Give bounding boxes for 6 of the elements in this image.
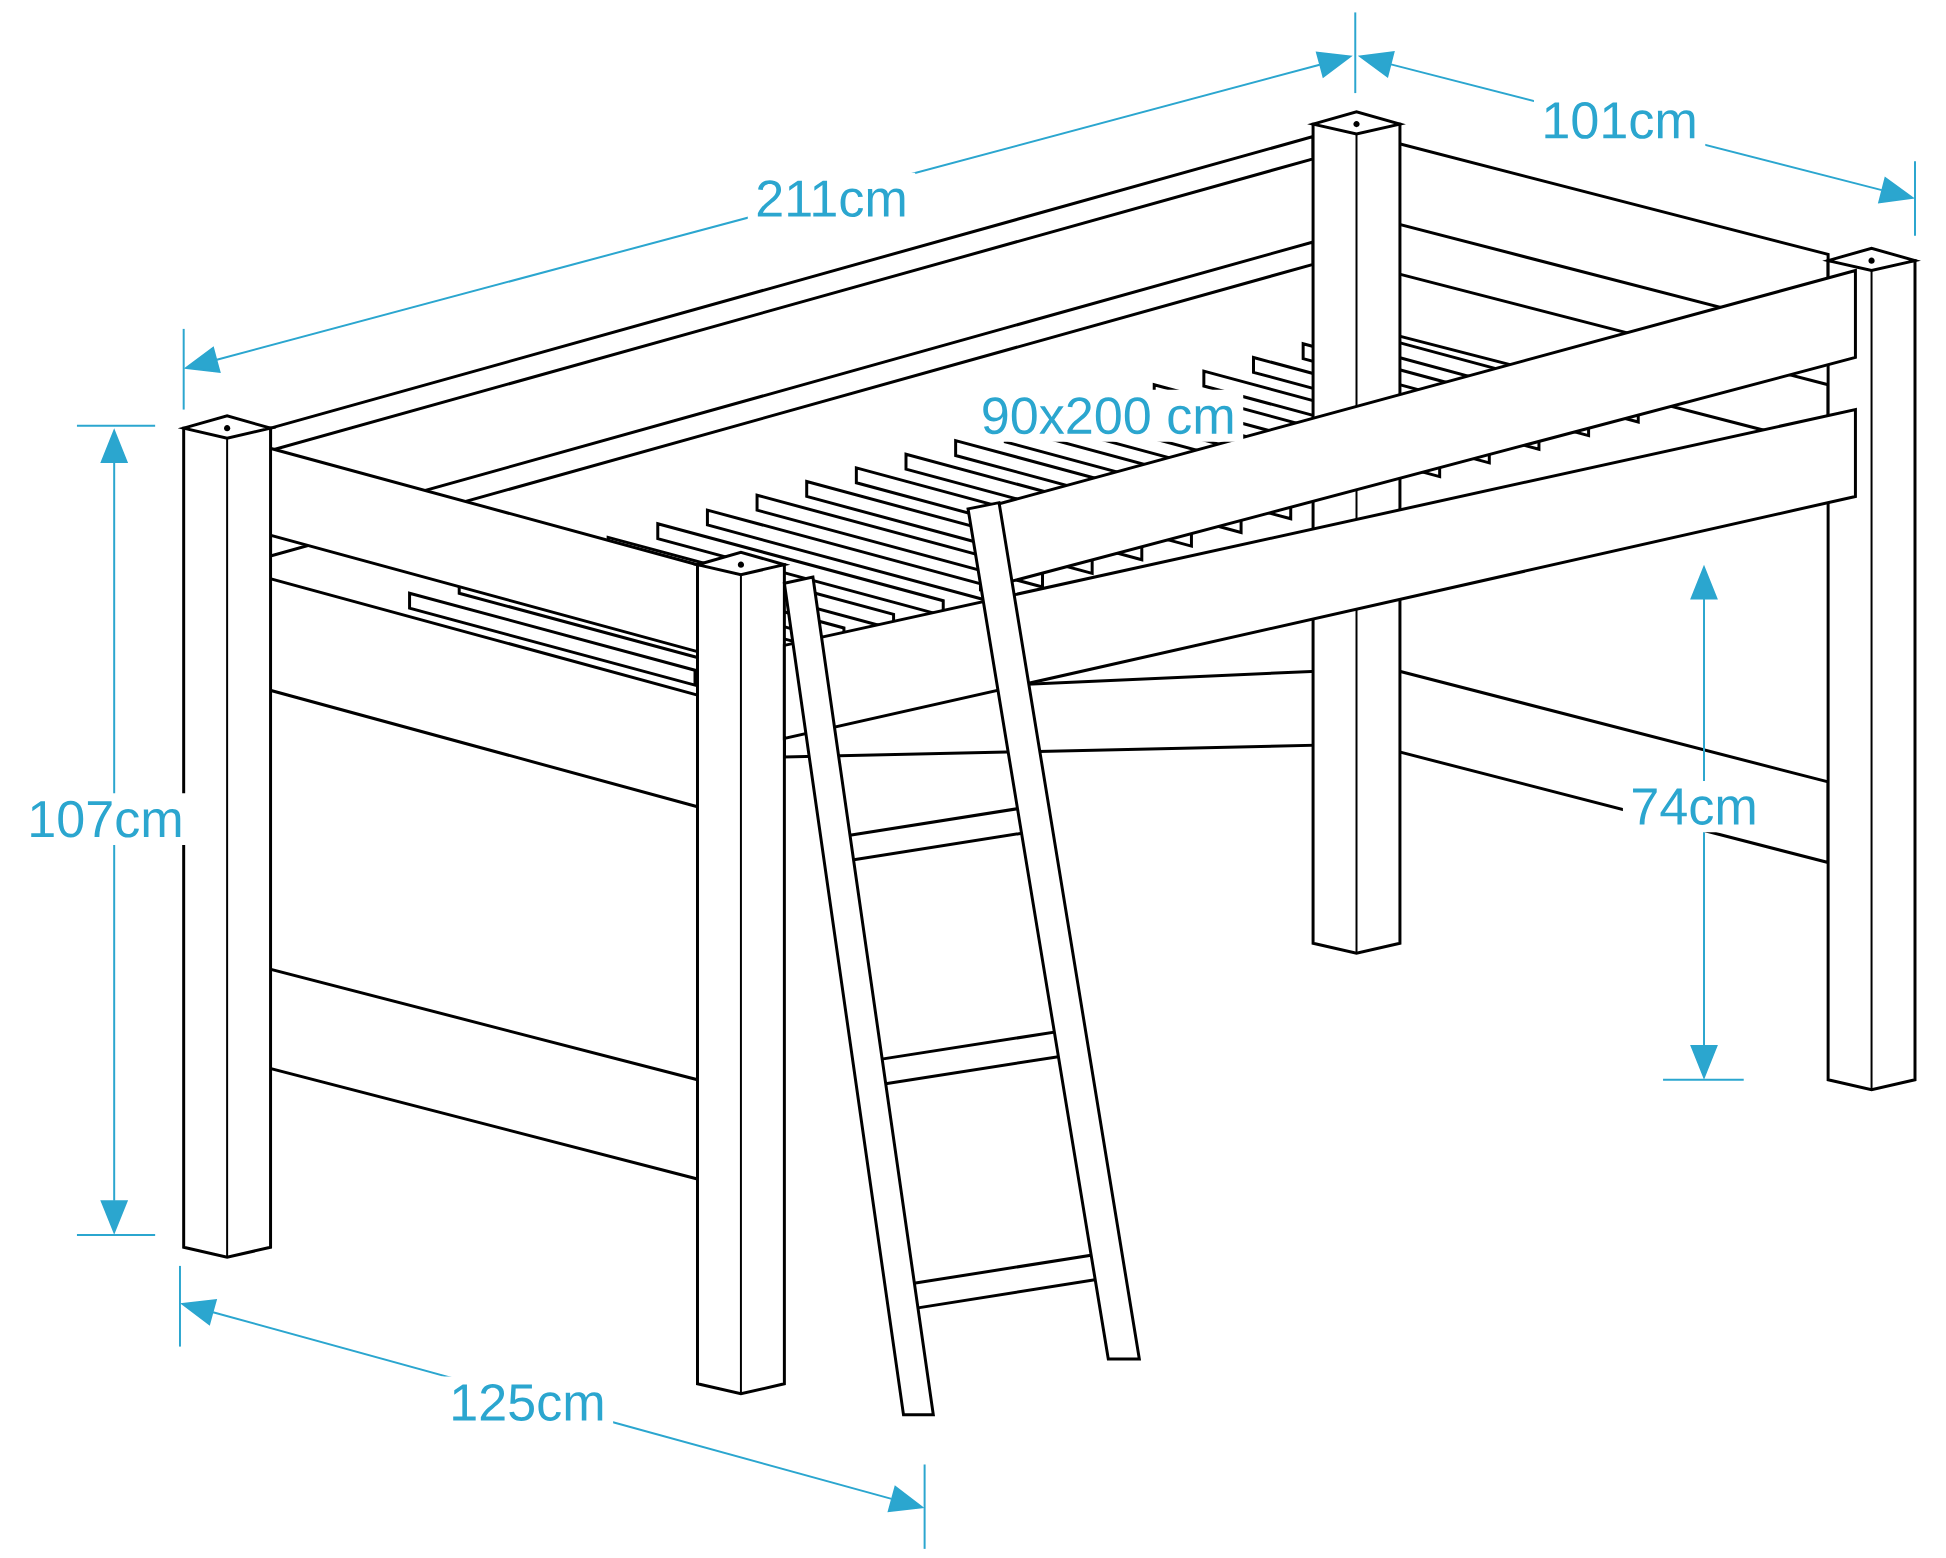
dimension-label: 101cm — [1533, 94, 1706, 147]
dimension-label: 74cm — [1622, 781, 1766, 833]
dimension-label: 125cm — [441, 1376, 614, 1429]
dimension-label: 90x200 cm — [973, 390, 1244, 442]
dimension-label: 107cm — [19, 793, 192, 846]
dimension-label: 211cm — [747, 172, 916, 225]
